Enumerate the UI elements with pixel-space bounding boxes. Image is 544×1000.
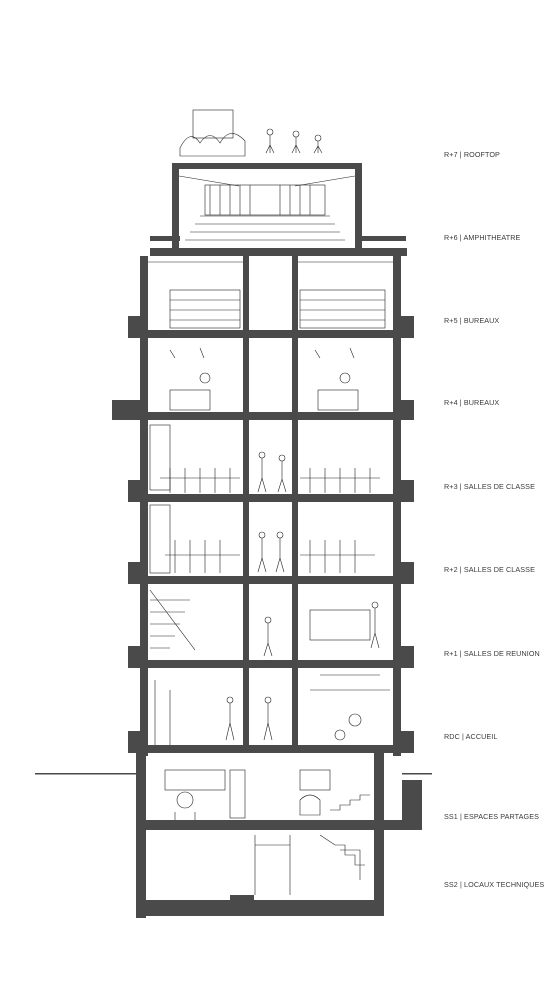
floor-label-rdc: RDC | ACCUEIL xyxy=(444,732,498,741)
floor-label-ss1: SS1 | ESPACES PARTAGES xyxy=(444,812,540,821)
basement-wall-right xyxy=(374,753,384,833)
floor-label-r3: R+3 | SALLES DE CLASSE xyxy=(444,482,535,491)
amphitheatre-wall-right xyxy=(355,163,362,253)
outer-wall-left xyxy=(140,256,148,756)
core-wall-right xyxy=(292,256,298,753)
floor-label-r2: R+2 | SALLES DE CLASSE xyxy=(444,565,535,574)
core-wall-left xyxy=(243,256,249,753)
rooftop-slab xyxy=(172,163,362,169)
ss2-wall-right xyxy=(374,830,384,900)
slab-r6 xyxy=(150,248,407,256)
slab-r1 xyxy=(128,660,414,668)
slab-r3 xyxy=(128,494,414,502)
slab-r2 xyxy=(128,576,414,584)
slab-r4 xyxy=(112,412,414,420)
basement-wall-left xyxy=(136,753,146,918)
amphitheatre-wall-left xyxy=(172,163,179,253)
floor-label-r6: R+6 | AMPHITHEATRE xyxy=(444,233,521,242)
slab-ss1 xyxy=(136,820,411,830)
ground-line-right xyxy=(402,773,432,775)
floor-label-r4: R+4 | BUREAUX xyxy=(444,398,500,407)
floor-label-r1: R+1 | SALLES DE REUNION xyxy=(444,649,540,658)
outer-wall-right xyxy=(393,256,401,756)
ground-line xyxy=(35,773,136,775)
ss2-floor xyxy=(136,900,384,916)
floor-label-r5: R+5 | BUREAUX xyxy=(444,316,500,325)
floor-label-r7: R+7 | ROOFTOP xyxy=(444,150,500,159)
basement-right-block xyxy=(402,780,422,830)
floor-label-ss2: SS2 | LOCAUX TECHNIQUES xyxy=(444,880,544,889)
terrace-left xyxy=(150,236,180,241)
slab-r5 xyxy=(128,330,414,338)
slab-rdc xyxy=(128,745,414,753)
terrace-right xyxy=(356,236,406,241)
